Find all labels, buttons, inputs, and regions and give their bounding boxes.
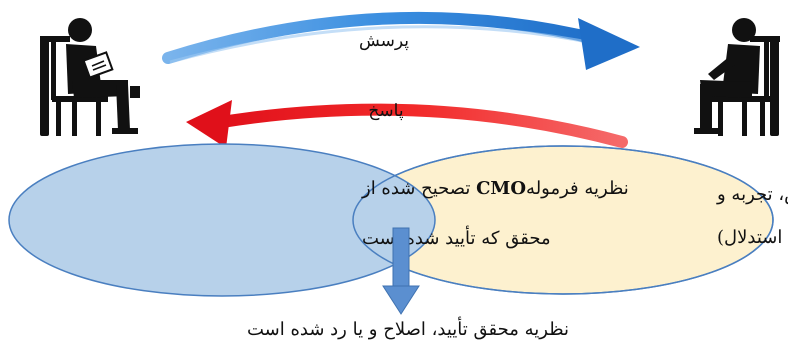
researcher-theory-ellipse	[8, 143, 436, 297]
question-label: پرسش	[359, 31, 409, 51]
respondent-ideas-line1: ایده‌های پاسخگو (دانش، تجربه و	[716, 183, 788, 205]
respondent-ideas-line2: استدلال)	[717, 227, 782, 248]
answer-arrow	[186, 100, 628, 148]
result-text: نظریه محقق تأیید، اصلاح و یا رد شده است	[247, 316, 569, 340]
result-down-arrow	[382, 227, 420, 315]
answer-arrow-head	[186, 100, 232, 148]
answer-label: پاسخ	[368, 101, 403, 121]
researcher-theory-line2: محقق که تأیید شده است	[362, 225, 551, 249]
question-arrow-head	[578, 18, 640, 70]
question-arrow	[162, 11, 640, 70]
respondent-icon	[694, 18, 780, 136]
researcher-theory-line1: نظریه فرمولهCMO تصحیح شده از	[361, 178, 629, 199]
researcher-icon	[40, 18, 140, 136]
